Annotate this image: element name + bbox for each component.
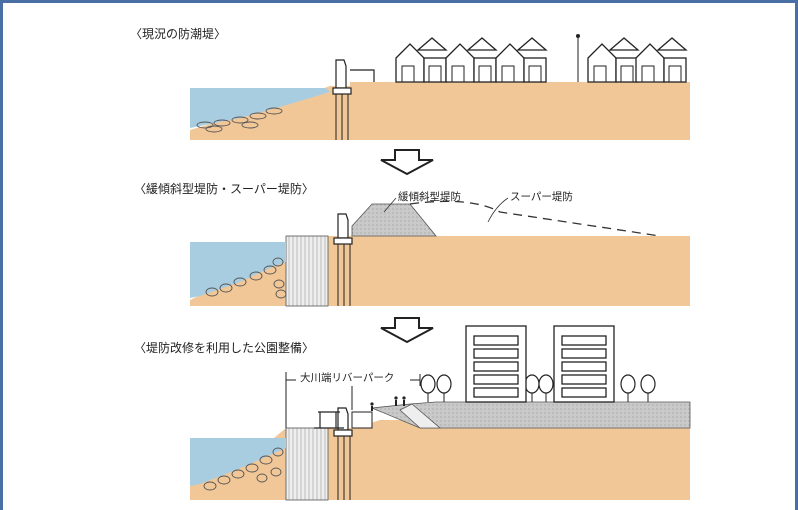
- riprap-3: [203, 447, 284, 491]
- riprap-1: [196, 107, 283, 133]
- section-current-seawall: 〈現況の防潮堤〉: [130, 26, 690, 140]
- down-arrow-2: [380, 317, 434, 344]
- warehouse-3: [495, 37, 547, 83]
- section-park-development: 〈堤防改修を利用した公園整備〉: [134, 325, 691, 501]
- gentle-slope-embankment: [351, 203, 437, 237]
- super-levee-outline: [409, 200, 661, 237]
- tree-3: [524, 374, 540, 403]
- water-1: [190, 88, 330, 128]
- tree-4: [538, 374, 554, 403]
- label-super-levee: スーパー堤防: [510, 190, 573, 203]
- water-3: [190, 438, 286, 486]
- section-title-park: 〈堤防改修を利用した公園整備〉: [134, 340, 314, 355]
- apartment-building-1: [465, 325, 527, 403]
- slope-3: [399, 403, 442, 429]
- pergola: [314, 411, 344, 429]
- down-arrow-1: [380, 149, 434, 176]
- section-super-levee: 〈緩傾斜型堤防・スーパー堤防〉 緩傾斜型堤防 スーパー堤防: [134, 181, 690, 307]
- apartment-building-2: [553, 325, 615, 403]
- label-gentle-slope: 緩傾斜型堤防: [398, 190, 461, 203]
- warehouse-4: [587, 37, 639, 83]
- tree-1: [420, 374, 436, 403]
- people: [370, 396, 406, 411]
- seawall-2: [333, 213, 353, 306]
- seawall-1: [332, 59, 375, 140]
- water-2: [190, 242, 286, 298]
- seawall-3: [333, 407, 373, 500]
- sheet-pile-3: [285, 427, 329, 501]
- warehouse-1: [395, 37, 447, 83]
- tree-2: [436, 374, 452, 403]
- ground-3: [190, 420, 690, 500]
- tree-6: [640, 374, 656, 403]
- section-title-current: 〈現況の防潮堤〉: [130, 26, 226, 41]
- label-river-park: 大川端リバーパーク: [300, 371, 394, 384]
- warehouse-5: [635, 37, 687, 83]
- sheet-pile-2: [285, 235, 329, 307]
- tree-5: [620, 374, 636, 403]
- riprap-2: [205, 257, 287, 299]
- section-title-super-levee: 〈緩傾斜型堤防・スーパー堤防〉: [134, 181, 314, 196]
- warehouse-2: [445, 37, 497, 83]
